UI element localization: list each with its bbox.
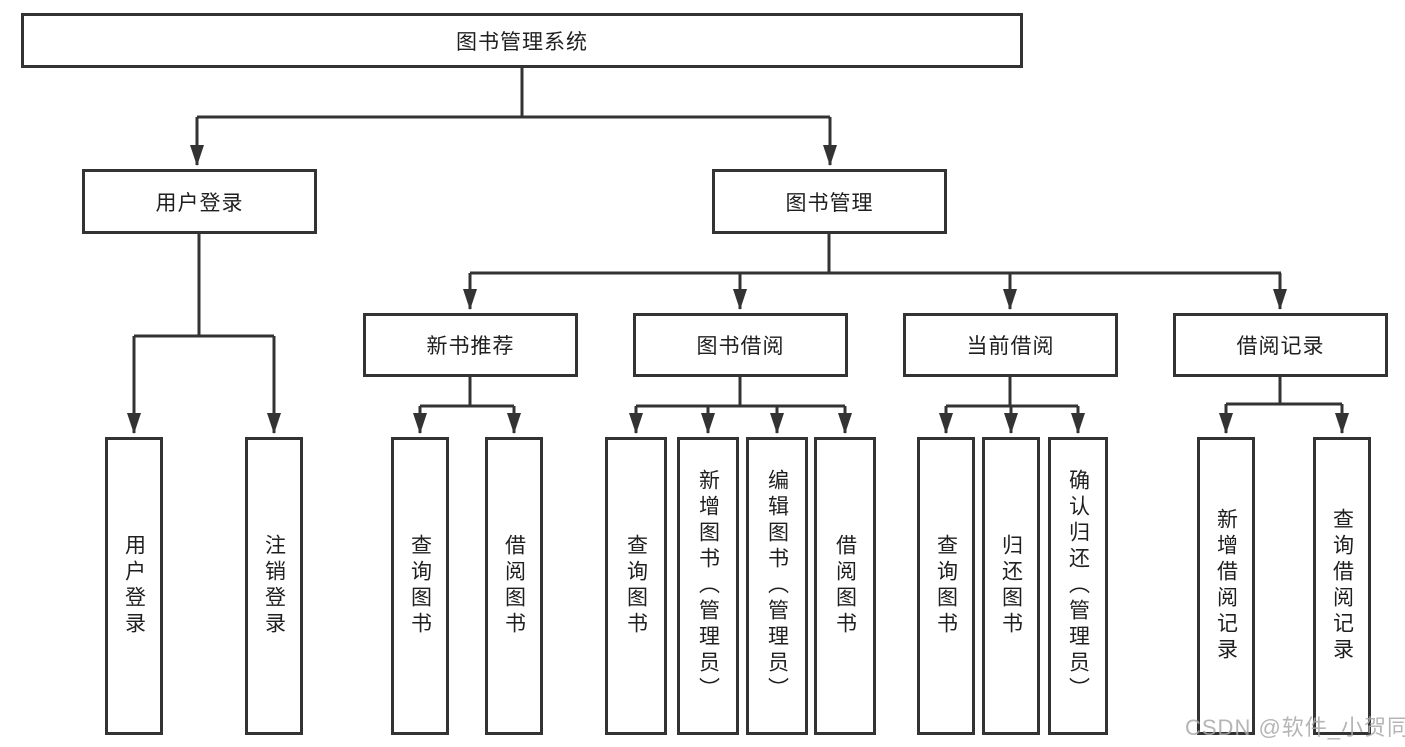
connector-borrow-records-to-leaves (1219, 375, 1349, 434)
leaf-label: 编辑图书（管理员） (765, 469, 789, 703)
leaf-recommend-query-book: 查询图书 (391, 437, 449, 735)
leaf-label: 查询借阅记录 (1330, 508, 1354, 664)
leaf-borrow-borrow-book: 借阅图书 (814, 437, 876, 735)
node-new-book-recommend: 新书推荐 (363, 313, 578, 377)
leaf-borrow-add-book-admin: 新增图书（管理员） (677, 437, 739, 735)
node-label: 用户登录 (155, 191, 244, 215)
leaf-current-return-book: 归还图书 (982, 437, 1040, 735)
connector-current-borrow-to-leaves (939, 375, 1085, 434)
leaf-recommend-borrow-book: 借阅图书 (485, 437, 543, 735)
leaf-label: 借阅图书 (502, 534, 526, 638)
leaf-label: 注销登录 (262, 534, 286, 638)
leaf-label: 新增借阅记录 (1214, 508, 1238, 664)
node-label: 图书管理 (785, 191, 874, 215)
leaf-logout-login: 注销登录 (245, 437, 303, 735)
leaf-borrow-query-book: 查询图书 (605, 437, 667, 735)
node-label: 当前借阅 (966, 335, 1055, 358)
leaf-label: 确认归还（管理员） (1066, 469, 1090, 703)
node-label: 图书管理系统 (456, 30, 588, 54)
node-library-management-system: 图书管理系统 (21, 13, 1023, 68)
node-label: 图书借阅 (696, 335, 785, 358)
leaf-label: 用户登录 (122, 534, 146, 638)
leaf-label: 归还图书 (999, 534, 1023, 638)
leaf-label: 查询图书 (624, 534, 648, 638)
leaf-label: 查询图书 (408, 534, 432, 638)
leaf-records-add-borrow-record: 新增借阅记录 (1197, 437, 1255, 735)
leaf-label: 新增图书（管理员） (696, 469, 720, 703)
csdn-watermark: CSDN @软件_小贺同学 (1185, 715, 1405, 740)
leaf-label: 借阅图书 (833, 534, 857, 638)
node-borrow-records: 借阅记录 (1173, 313, 1388, 377)
leaf-records-query-borrow-record: 查询借阅记录 (1313, 437, 1371, 735)
node-label: 借阅记录 (1236, 335, 1325, 358)
connector-user-login-to-leaves (127, 232, 281, 434)
connector-book-management-to-level3 (463, 232, 1287, 310)
connector-book-borrow-to-leaves (629, 375, 852, 434)
leaf-current-query-book: 查询图书 (917, 437, 975, 735)
connector-root-to-level2 (190, 66, 837, 166)
node-user-login: 用户登录 (82, 169, 317, 234)
leaf-user-login: 用户登录 (105, 437, 163, 735)
node-book-management: 图书管理 (712, 169, 947, 234)
leaf-current-confirm-return-admin: 确认归还（管理员） (1048, 437, 1108, 735)
connector-new-book-recommend-to-leaves (413, 375, 521, 434)
leaf-borrow-edit-book-admin: 编辑图书（管理员） (746, 437, 808, 735)
node-book-borrow: 图书借阅 (633, 313, 848, 377)
leaf-label: 查询图书 (934, 534, 958, 638)
node-label: 新书推荐 (426, 335, 515, 358)
node-current-borrow: 当前借阅 (903, 313, 1118, 377)
